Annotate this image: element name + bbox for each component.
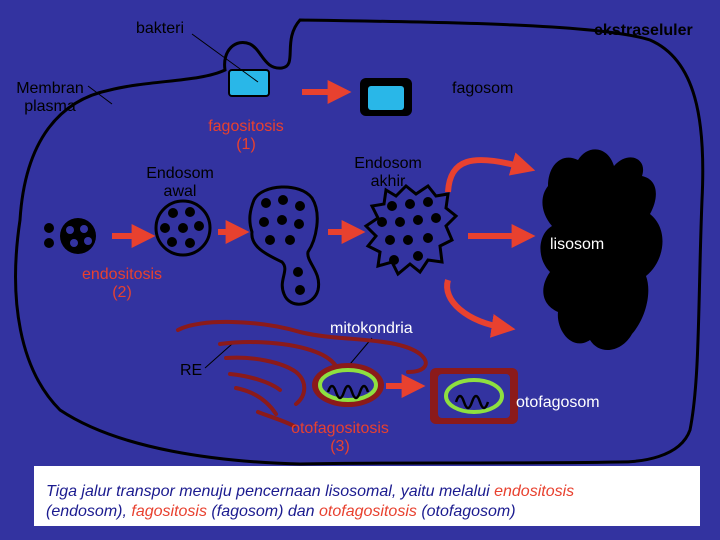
caption-highlight-fagositosis: fagositosis [131, 503, 207, 520]
endocytosis-particle [44, 238, 54, 248]
label-endosom-akhir-line2: akhir [370, 173, 406, 190]
caption-part4: (otofagosom) [416, 503, 516, 520]
bacterium-in-fagosom [368, 86, 404, 110]
mitokondria-shape [312, 363, 384, 407]
label-endositosis: endositosis (2) [72, 266, 172, 302]
label-endosom-awal-line2: awal [163, 183, 197, 200]
label-fagositosis-text: fagositosis [208, 118, 284, 135]
label-endositosis-text: endositosis [81, 266, 163, 283]
endocytosis-particle [44, 223, 54, 233]
caption-box: Tiga jalur transpor menuju pencernaan li… [34, 466, 700, 526]
label-membran-plasma: Membran plasma [10, 80, 90, 116]
lisosom-shape [540, 149, 663, 351]
arrow-fagosom-to-lisosom [445, 152, 536, 193]
label-otofagositosis: otofagositosis (3) [280, 420, 400, 456]
label-membran-line2: plasma [24, 98, 76, 115]
label-lisosom: lisosom [550, 236, 605, 253]
otofagosom-shape [430, 368, 518, 424]
label-membran-line1: Membran [16, 80, 84, 97]
leader-membran [87, 85, 113, 105]
bacterium-engulfing [228, 69, 270, 97]
label-otofagositosis-num: (3) [330, 438, 350, 455]
endocytosis-vesicle [60, 218, 96, 254]
caption-highlight-endositosis: endositosis [494, 483, 575, 500]
label-endosom-awal: Endosom awal [140, 165, 220, 201]
label-ekstraseluler: ekstraseluler [594, 22, 693, 39]
label-bakteri: bakteri [136, 20, 185, 37]
caption-highlight-otofagositosis: otofagositosis [319, 503, 417, 520]
label-endosom-akhir-line1: Endosom [354, 155, 422, 172]
label-endosom-akhir: Endosom akhir [346, 155, 430, 191]
label-fagositosis: fagositosis (1) [196, 118, 296, 154]
label-otofagositosis-text: otofagositosis [291, 420, 389, 437]
label-fagositosis-num: (1) [236, 136, 256, 153]
caption-part2: (endosom), [46, 503, 132, 520]
label-endosom-awal-line1: Endosom [146, 165, 214, 182]
arrow-otofagosom-to-lisosom [444, 279, 516, 338]
label-mitokondria: mitokondria [330, 320, 413, 337]
label-otofagosom: otofagosom [516, 394, 600, 411]
leader-bakteri [191, 33, 259, 83]
caption-part1: Tiga jalur transpor menuju pencernaan li… [46, 483, 495, 500]
label-endositosis-num: (2) [112, 284, 132, 301]
label-fagosom: fagosom [452, 80, 514, 97]
leader-re [204, 343, 233, 369]
caption-part3: (fagosom) dan [206, 503, 320, 520]
label-re: RE [180, 362, 203, 379]
plasma-membrane [14, 18, 705, 466]
